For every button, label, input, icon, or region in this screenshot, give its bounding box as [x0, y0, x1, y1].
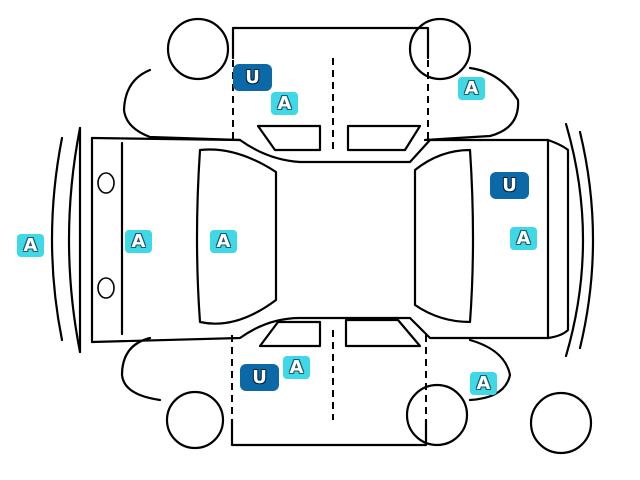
body-right-edge [90, 316, 550, 344]
right-headlight [97, 277, 115, 299]
right-front-window [258, 320, 322, 348]
windshield [195, 148, 278, 325]
left-side-panel [122, 17, 520, 152]
right-roof-edge [230, 418, 428, 447]
trunk-edge [546, 138, 570, 340]
marker-a-windshield[interactable]: A [210, 230, 237, 253]
left-front-fender [122, 68, 242, 142]
left-rear-wheel [408, 17, 472, 81]
rear-bumper-inner [578, 130, 595, 350]
marker-u-front-left-door[interactable]: U [233, 64, 272, 91]
marker-u-right-front-door[interactable]: U [240, 364, 279, 391]
left-roof-edge [231, 26, 430, 60]
right-front-wheel [165, 390, 225, 450]
right-rear-wheel [405, 383, 469, 447]
marker-a-rear-bumper[interactable]: A [510, 227, 537, 250]
left-front-wheel [166, 17, 230, 81]
marker-a-hood[interactable]: A [125, 230, 152, 253]
rear-window [413, 148, 475, 324]
right-door-seams [231, 330, 427, 420]
right-rear-window [344, 318, 422, 348]
marker-a-front-bumper[interactable]: A [17, 234, 44, 257]
marker-a-front-left-door[interactable]: A [271, 92, 298, 115]
left-rear-window [346, 124, 422, 152]
body-left-edge [90, 136, 550, 164]
front-bumper-inner [67, 126, 82, 354]
left-rear-fender [423, 66, 520, 142]
left-front-window [256, 124, 322, 152]
marker-u-trunk[interactable]: U [490, 172, 529, 199]
right-rear-fender [468, 338, 512, 402]
marker-a-right-front-door[interactable]: A [283, 356, 310, 379]
left-headlight [97, 172, 115, 194]
spare-wheel [529, 391, 593, 455]
right-side-panel [120, 318, 593, 455]
front-bumper-outer [50, 136, 64, 342]
car-body-top-view [50, 122, 595, 358]
marker-a-right-rear-fender[interactable]: A [470, 372, 497, 395]
right-front-fender [120, 336, 162, 402]
rear-bumper-outer [564, 122, 585, 358]
marker-a-left-rear-fender[interactable]: A [458, 77, 485, 100]
